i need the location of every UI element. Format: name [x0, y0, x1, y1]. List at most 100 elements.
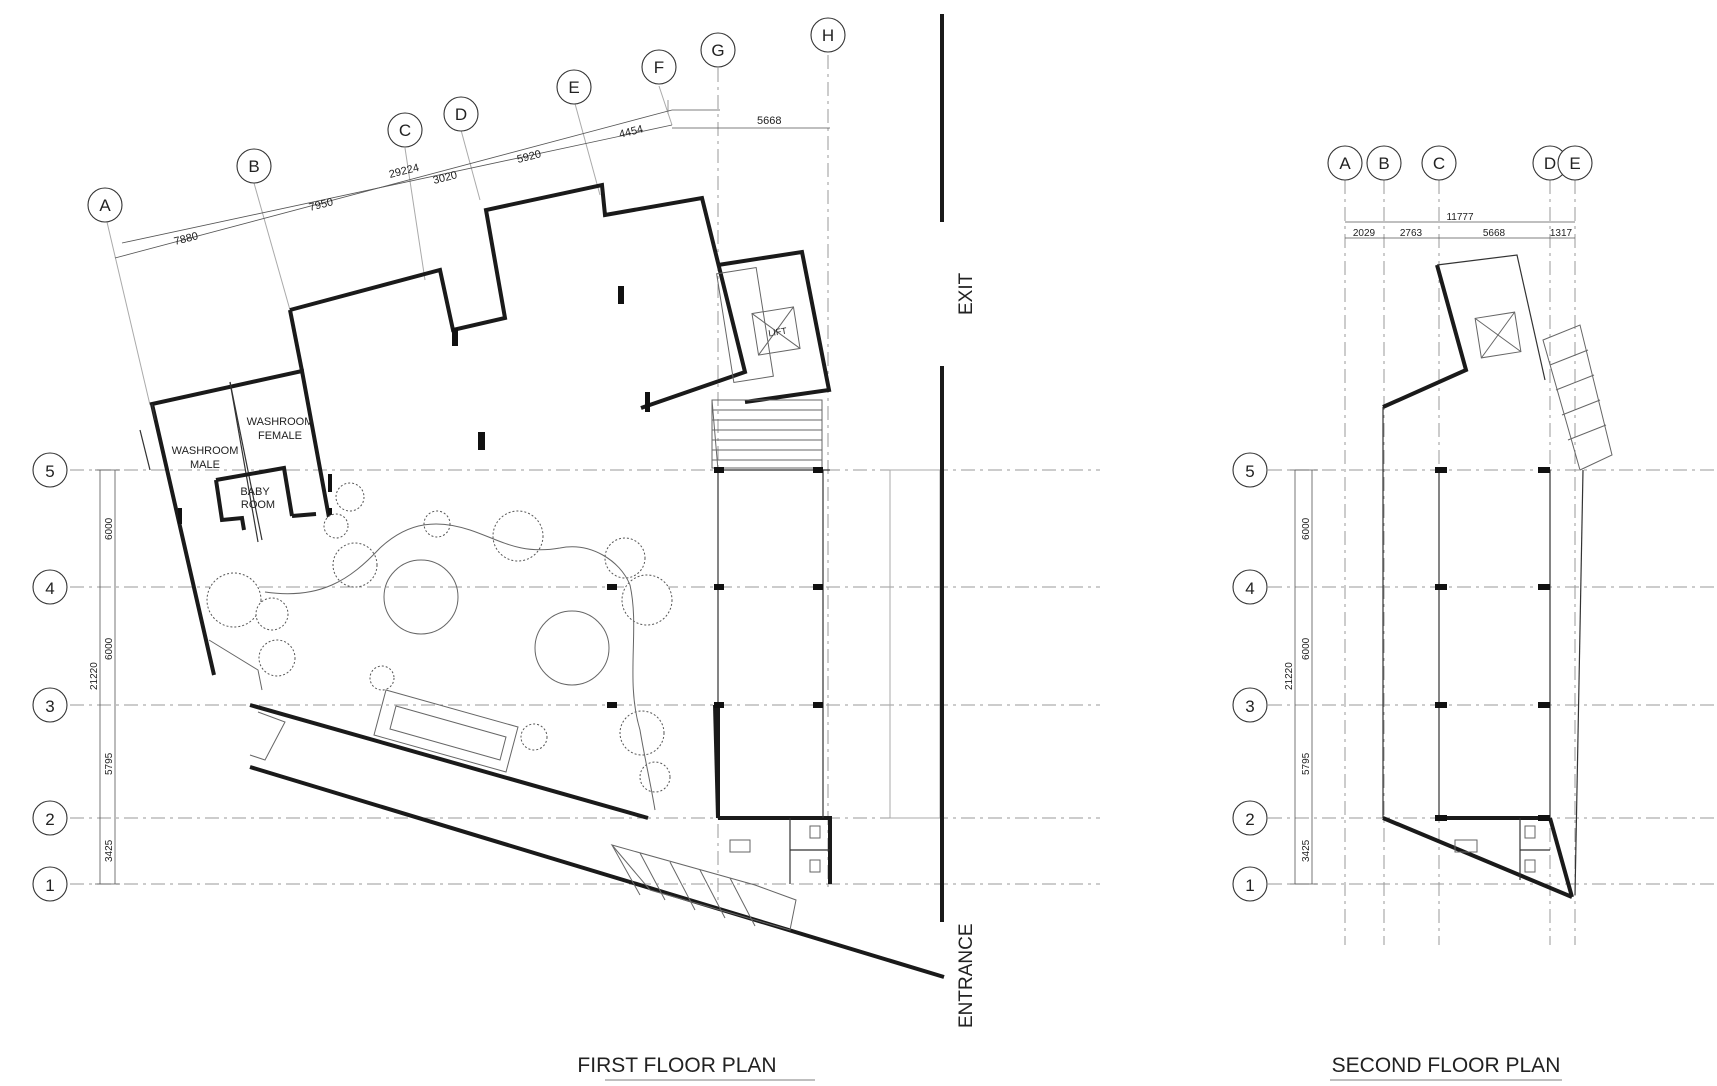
svg-text:3425: 3425: [1301, 839, 1312, 862]
second-floor-column-grid-lines: [1344, 180, 1576, 945]
svg-text:C: C: [399, 121, 411, 140]
svg-text:6000: 6000: [1301, 637, 1312, 660]
svg-text:1: 1: [45, 876, 54, 895]
second-floor-left-dimensions: 21220 6000 6000 5795 3425: [1284, 469, 1318, 885]
svg-text:3: 3: [1245, 697, 1254, 716]
svg-text:5795: 5795: [104, 752, 115, 775]
svg-text:5: 5: [1245, 462, 1254, 481]
entrance-label: ENTRANCE: [956, 923, 977, 1028]
grid-bubble-d: [443, 96, 479, 132]
grid-bubble-a: [87, 187, 123, 223]
grid-bubble-g: [700, 32, 736, 68]
washroom-female-label-2: FEMALE: [258, 430, 302, 442]
baby-room-label-1: BABY: [240, 486, 270, 498]
courtyard-trees: [206, 482, 673, 793]
svg-text:2763: 2763: [1400, 228, 1423, 239]
second-floor-title: SECOND FLOOR PLAN: [1332, 1054, 1561, 1077]
second-floor-row-grid-lines: [1268, 469, 1717, 885]
svg-text:A: A: [1339, 154, 1351, 173]
tree-icon: [619, 710, 665, 756]
grid-bubble-2: [32, 800, 68, 836]
svg-text:F: F: [654, 58, 664, 77]
top-dim-ef: 4454: [618, 123, 645, 141]
tree-icon: [520, 723, 548, 751]
second-floor-walls: [1382, 254, 1584, 899]
grid-bubble-h: [810, 17, 846, 53]
sf-top-total-dim: 11777: [1446, 212, 1474, 223]
sf-grid-bubble-b: [1366, 145, 1402, 181]
first-floor-walls: [149, 182, 945, 979]
tree-icon: [604, 537, 646, 579]
washroom-male-label-1: WASHROOM: [172, 445, 239, 457]
sf-grid-bubble-c: [1421, 145, 1457, 181]
grid-bubble-e: [556, 69, 592, 105]
second-floor-row-bubbles: 5 4 3 2 1: [1232, 452, 1268, 902]
svg-text:3: 3: [45, 697, 54, 716]
svg-text:G: G: [711, 41, 724, 60]
tree-icon: [255, 597, 289, 631]
first-floor-top-dimensions: 29224 7880 7950 3020 5920 4454 5668: [114, 109, 830, 259]
sf-grid-bubble-4: [1232, 569, 1268, 605]
lift-label: LIFT: [768, 326, 788, 339]
first-floor-columns: [178, 286, 823, 708]
svg-text:C: C: [1433, 154, 1445, 173]
second-floor-stair-lift: [1474, 311, 1613, 471]
svg-text:2: 2: [1245, 810, 1254, 829]
washroom-female-label-1: WASHROOM: [247, 416, 314, 428]
second-floor-toilets: [1454, 825, 1536, 873]
first-floor-column-bubbles: A B C D E F G H: [87, 17, 846, 223]
top-dim-ab: 7880: [173, 230, 200, 248]
room-labels: WASHROOM MALE WASHROOM FEMALE BABY ROOM: [172, 416, 314, 511]
washroom-male-label-2: MALE: [190, 459, 220, 471]
left-total-dim: 21220: [89, 662, 100, 690]
svg-text:H: H: [822, 26, 834, 45]
tree-icon: [492, 510, 544, 562]
tree-icon: [621, 574, 673, 626]
svg-text:D: D: [455, 105, 467, 124]
baby-room-label-2: ROOM: [241, 499, 275, 511]
sf-grid-bubble-3: [1232, 687, 1268, 723]
svg-text:6000: 6000: [1301, 517, 1312, 540]
svg-text:3425: 3425: [104, 839, 115, 862]
grid-bubble-b: [236, 148, 272, 184]
svg-text:5795: 5795: [1301, 752, 1312, 775]
toilet-icon: [1524, 859, 1536, 873]
sf-grid-bubble-e: [1557, 145, 1593, 181]
courtyard-features: [208, 523, 656, 811]
tree-icon: [369, 665, 395, 691]
sf-grid-bubble-5: [1232, 452, 1268, 488]
svg-text:1317: 1317: [1550, 228, 1573, 239]
svg-text:D: D: [1544, 154, 1556, 173]
top-dim-bc: 7950: [308, 196, 335, 214]
svg-text:5: 5: [45, 462, 54, 481]
tree-icon: [332, 542, 378, 588]
grid-bubble-4: [32, 569, 68, 605]
first-floor-left-dimensions: 21220 6000 6000 5795 3425: [89, 469, 120, 885]
grid-bubble-c: [387, 112, 423, 148]
svg-text:6000: 6000: [104, 637, 115, 660]
first-floor-title: FIRST FLOOR PLAN: [577, 1054, 776, 1077]
first-floor-row-bubbles: 5 4 3 2 1: [32, 452, 68, 902]
toilet-icon: [809, 859, 821, 873]
round-planter: [383, 559, 459, 635]
tree-icon: [639, 761, 671, 793]
svg-text:5668: 5668: [1483, 228, 1506, 239]
top-dim-de: 5920: [516, 148, 543, 166]
svg-text:21220: 21220: [1284, 662, 1295, 690]
tree-icon: [258, 639, 296, 677]
round-planter: [534, 610, 610, 686]
right-top-dim: 5668: [757, 115, 781, 127]
first-floor-toilets: [729, 818, 830, 884]
top-dim-cd: 3020: [432, 169, 459, 187]
sf-grid-bubble-1: [1232, 866, 1268, 902]
svg-text:B: B: [248, 157, 259, 176]
first-floor-row-grid-lines: [70, 469, 1100, 885]
tree-icon: [323, 513, 349, 539]
svg-text:2029: 2029: [1353, 228, 1376, 239]
svg-text:4: 4: [45, 579, 54, 598]
toilet-icon: [1524, 825, 1536, 839]
grid-bubble-5: [32, 452, 68, 488]
entrance-steps: [610, 844, 797, 931]
toilet-icon: [809, 825, 821, 839]
